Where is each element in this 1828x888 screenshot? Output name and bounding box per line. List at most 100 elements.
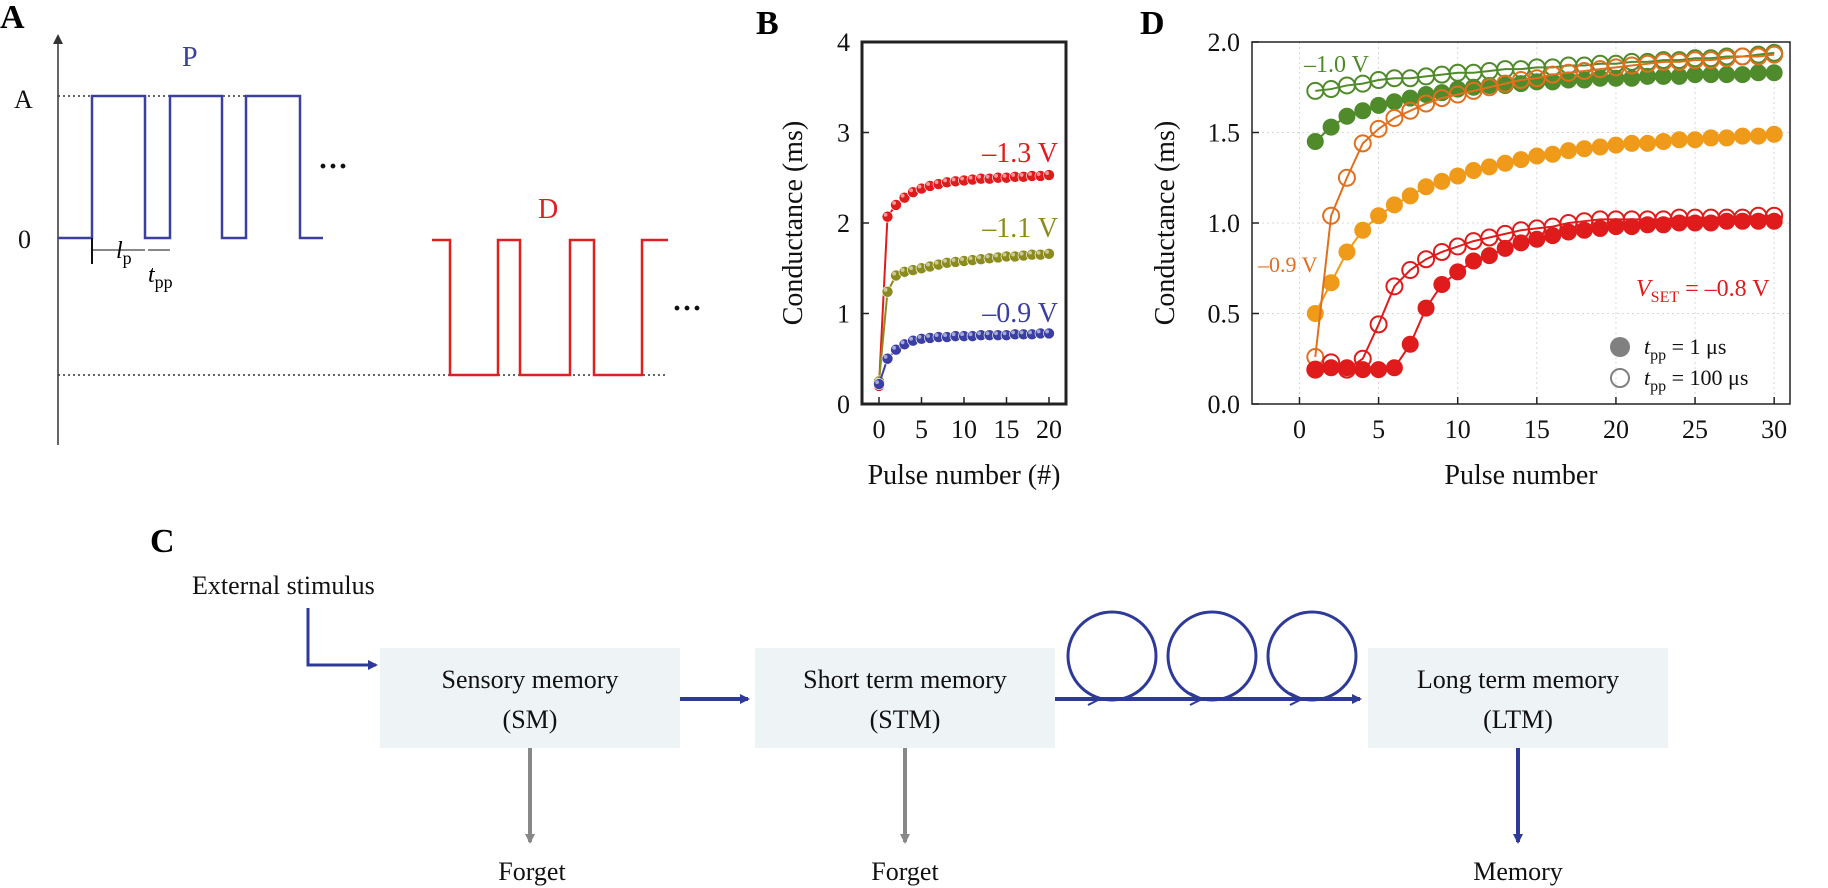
data-point-highlight [943,178,947,183]
x-tick-label: 15 [994,415,1020,444]
x-tick-label: 0 [1293,415,1306,444]
sensory-memory-abbr: (SM) [503,705,558,734]
data-point [881,210,894,223]
data-point-highlight [934,260,939,265]
data-point-highlight [917,334,922,339]
x-tick-label: 10 [951,415,977,444]
data-point-highlight [934,180,939,185]
y-tick-label: 1.0 [1208,209,1241,238]
data-point-highlight [909,188,913,193]
depression-label: D [538,194,558,225]
y-tick-label: 2 [837,209,850,238]
data-point [1749,127,1767,145]
data-point [1734,127,1752,145]
data-point [1718,66,1736,84]
data-point-highlight [985,174,990,179]
data-point [1702,129,1720,147]
data-point [1043,247,1055,260]
data-point-highlight [926,262,930,267]
data-point-highlight [1019,172,1024,177]
y-tick-label: 4 [837,28,850,57]
panel-a: A A 0 P ··· lp tpp D ··· [0,0,702,445]
external-stimulus-label: External stimulus [192,571,375,600]
data-point [1432,242,1451,261]
data-point [881,285,894,298]
y-tick-label: 0.5 [1208,300,1241,329]
y-axis-title: Conductance (ms) [1150,121,1181,326]
data-point-highlight [977,255,981,260]
annotation-v2: –0.9 V [1257,252,1318,277]
data-point [1765,64,1783,82]
ltm-memory-label: Memory [1473,857,1563,886]
data-point [1322,206,1341,225]
loop-arrow-1 [1087,692,1103,706]
data-point [1765,45,1784,64]
data-point [1401,335,1419,353]
sm-forget-label: Forget [498,857,566,886]
ellipsis-bottom: ··· [672,292,702,325]
data-point-highlight [1002,173,1007,178]
data-point [1337,168,1356,187]
potentiation-pulse-train [58,94,323,240]
data-point [1749,64,1767,82]
data-point [1337,360,1356,379]
data-point [1322,274,1340,292]
data-point-highlight [900,340,905,345]
stimulus-arrow [306,608,378,670]
data-point-highlight [900,268,905,272]
data-point [1353,349,1372,368]
data-point [1544,145,1562,163]
data-point [1043,327,1055,340]
legend-open-label: tpp = 100 μs [1644,365,1748,395]
data-point-highlight [968,256,973,261]
data-point-highlight [977,331,981,336]
data-point-highlight [1011,330,1015,335]
rehearsal-loop-1 [1066,610,1158,702]
data-point-highlight [926,334,930,338]
data-point-highlight [968,175,973,180]
data-point [1591,138,1609,156]
data-point-highlight [883,354,888,359]
data-point [1465,252,1483,270]
data-point [1544,227,1562,245]
y-tick-label: 2.0 [1208,28,1241,57]
data-point [1401,261,1420,280]
data-point-highlight [1011,172,1015,177]
data-point-highlight [1045,171,1049,176]
data-point [1734,212,1752,230]
data-point-highlight [917,184,922,189]
data-point [1480,247,1498,265]
x-axis-title: Pulse number (#) [868,460,1061,491]
x-tick-label: 20 [1036,415,1062,444]
data-point [1528,147,1546,165]
data-point-highlight [909,336,913,341]
data-point [1623,134,1641,152]
data-point-highlight [951,332,956,337]
x-tick-label: 20 [1603,415,1629,444]
data-point [1385,359,1403,377]
tpp-symbol: tpp [148,262,173,292]
stm-forget-label: Forget [871,857,939,886]
data-point [1417,299,1435,317]
data-point [1417,94,1436,113]
data-point-highlight [1045,329,1049,334]
data-point [1575,221,1593,239]
depression-pulse-train [432,238,668,377]
loop-arrow-3 [1289,692,1305,706]
panel-label-d: D [1140,5,1165,42]
data-point [1607,136,1625,154]
panel-label-a: A [0,0,25,36]
data-point [1591,219,1609,237]
series-label: –1.3 V [981,138,1058,169]
data-point-highlight [1028,250,1032,255]
sensory-memory-box [380,648,680,748]
short-term-memory-box [755,648,1055,748]
data-point [1575,140,1593,158]
data-point-highlight [943,333,947,338]
legend-filled-marker [1610,337,1630,357]
data-point [1370,207,1388,225]
data-point-highlight [892,271,896,276]
y-tick-label: 3 [837,119,850,148]
series-line [878,174,1050,386]
data-point [1734,66,1752,84]
